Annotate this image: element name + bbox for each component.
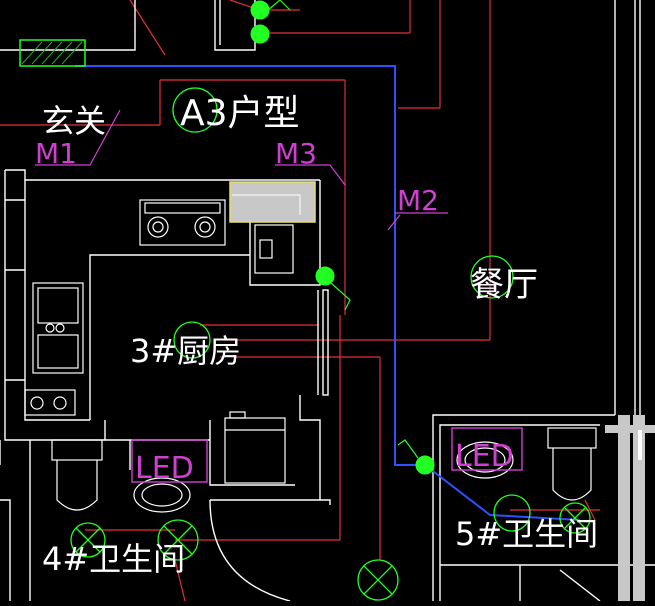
panel-hatch [21, 41, 43, 65]
blue-wire [424, 464, 581, 521]
lamp-circle [357, 559, 399, 601]
lamp-symbols [70, 87, 591, 601]
label-kitchen: 3#厨房 [130, 332, 241, 370]
gray-pipe [605, 425, 655, 433]
door-swing-arc [209, 499, 291, 602]
label-bath4: 4#卫生间 [42, 540, 185, 578]
wall [209, 420, 295, 486]
wall [439, 424, 600, 601]
label-bath5: 5#卫生间 [455, 515, 598, 553]
switch-dot [250, 24, 270, 44]
red-wiring [0, 0, 600, 602]
basin-right-icon [456, 441, 514, 479]
label-led-left: LED [135, 451, 194, 486]
wall [104, 420, 210, 441]
switch-tails [267, 0, 419, 459]
wall [214, 0, 256, 51]
wall [5, 169, 320, 181]
cooktop-icon [24, 389, 76, 416]
washer-icon [224, 411, 286, 484]
switch-dot [250, 0, 270, 20]
red-wire [129, 0, 166, 56]
sliding-door [322, 289, 329, 396]
room-labels: 玄关 A3户型 M1 M3 M2 餐厅 3#厨房 LED LED 4#卫生间 5… [35, 93, 598, 578]
switch-dots [250, 0, 435, 475]
lamp-circle [559, 502, 591, 534]
red-wire [174, 559, 186, 602]
switch-dot [315, 266, 335, 286]
range-hood-fixture [229, 181, 316, 223]
panel-hatch [51, 41, 73, 65]
distribution-panel [19, 39, 86, 67]
gray-pipe [633, 415, 645, 601]
lamp-circle [70, 522, 106, 558]
wall [299, 395, 321, 490]
lamp-cross [564, 507, 586, 529]
basin-left-icon [133, 477, 191, 513]
panel-hatch [41, 41, 63, 65]
lamp-cross [363, 565, 393, 595]
wall [559, 569, 601, 602]
led-box-left [131, 439, 208, 483]
appliance-icon [254, 224, 294, 274]
lamp-circle [172, 87, 218, 133]
stove-icon [139, 199, 226, 246]
label-door-m1: M1 [35, 137, 77, 170]
door-tag-leaders [35, 109, 448, 231]
label-dining: 餐厅 [470, 265, 538, 305]
lamp-cross [75, 527, 101, 553]
panel-hatch [61, 41, 83, 65]
lamp-circle [470, 255, 514, 299]
switch-dot [415, 455, 435, 475]
panel-box [19, 39, 86, 67]
wall [210, 499, 331, 505]
wall [89, 254, 250, 420]
led-box-right [451, 427, 523, 471]
wall [0, 499, 11, 601]
gray-pipe [638, 430, 642, 460]
range-hood-outline [232, 194, 301, 215]
red-wire [584, 499, 596, 521]
lamp-cross [163, 525, 193, 555]
wall [432, 414, 615, 601]
gray-pipe [618, 415, 630, 601]
wall [249, 180, 321, 286]
double-sink-icon [32, 282, 84, 374]
wall [24, 180, 90, 421]
blue-wiring [75, 65, 581, 521]
label-entry: 玄关 [42, 102, 106, 140]
toilet-right-icon [547, 427, 597, 501]
blue-wire [75, 65, 425, 466]
label-led-right: LED [455, 439, 514, 474]
lamp-circle [493, 494, 531, 532]
panel-hatch [31, 41, 53, 65]
lamp-circle [173, 321, 211, 359]
label-door-m3: M3 [275, 137, 317, 170]
label-unit-type: A3户型 [180, 93, 300, 134]
lamp-circle [157, 519, 199, 561]
label-door-m2: M2 [397, 184, 439, 217]
toilet-left-icon [51, 439, 103, 511]
pipe-columns [605, 415, 655, 601]
